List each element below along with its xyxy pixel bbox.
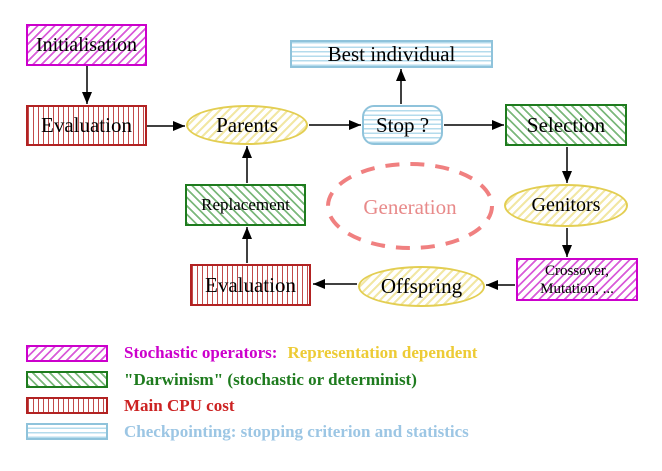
node-parents: Parents bbox=[186, 105, 308, 145]
legend-label-main-cpu-cost: Main CPU cost bbox=[124, 396, 235, 415]
legend-swatch-stochastic-operators bbox=[26, 345, 108, 362]
node-best-individual: Best individual bbox=[290, 40, 493, 68]
node-replacement: Replacement bbox=[185, 184, 306, 226]
node-evaluation-top: Evaluation bbox=[26, 105, 147, 146]
legend-label-stochastic-operators: Stochastic operators: bbox=[124, 343, 278, 362]
legend-swatch-checkpointing bbox=[26, 423, 108, 440]
legend-swatch-darwinism bbox=[26, 371, 108, 388]
legend-row-stochastic-operators: Stochastic operators: Representation depe… bbox=[124, 343, 477, 363]
node-crossover-mutation: Crossover, Mutation, ... bbox=[516, 258, 638, 301]
crossover-line2: Mutation, ... bbox=[540, 280, 614, 297]
legend-label-darwinism: "Darwinism" (stochastic or determinist) bbox=[124, 370, 417, 389]
generation-label: Generation bbox=[363, 195, 457, 219]
node-evaluation-bottom: Evaluation bbox=[190, 264, 311, 306]
node-stop: Stop ? bbox=[362, 105, 443, 145]
legend-label-checkpointing: Checkpointing: stopping criterion and st… bbox=[124, 422, 469, 441]
node-offspring: Offspring bbox=[358, 266, 485, 307]
crossover-line1: Crossover, bbox=[545, 262, 609, 279]
legend-label-representation-dependent: Representation dependent bbox=[287, 343, 478, 362]
node-selection: Selection bbox=[505, 104, 627, 146]
legend-swatch-main-cpu-cost bbox=[26, 397, 108, 414]
node-initialisation: Initialisation bbox=[26, 24, 147, 66]
node-genitors: Genitors bbox=[504, 184, 628, 227]
